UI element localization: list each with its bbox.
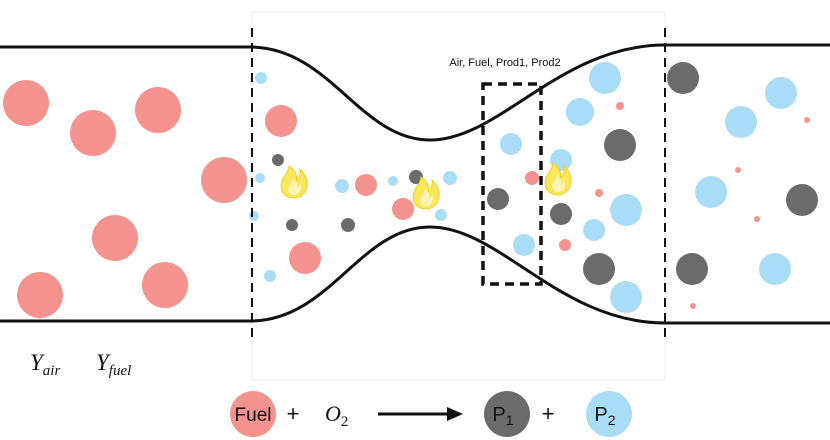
product2-particle (695, 176, 727, 208)
product2-particle (443, 171, 457, 185)
control-volume-box (481, 82, 543, 286)
flame-icon (544, 162, 572, 196)
reaction-equation: Fuel + O2 P1 + P2 (230, 391, 632, 437)
product1-particle (341, 218, 355, 232)
p2-label: P2 (594, 404, 615, 428)
product1-particle (786, 184, 818, 216)
product2-particle (725, 106, 757, 138)
oxygen-label: O2 (325, 401, 348, 430)
product1-particle (550, 203, 572, 225)
product2-particle (765, 77, 797, 109)
product2-particle (759, 253, 791, 285)
p2-circle (586, 391, 632, 437)
fuel-label: Fuel (235, 405, 272, 426)
product2-particle (500, 133, 522, 155)
product1-particle (604, 129, 636, 161)
flames-layer (280, 162, 572, 210)
p1-circle (484, 391, 530, 437)
product2-particle (335, 179, 349, 193)
fuel-particle (265, 105, 297, 137)
y-fuel-label: Yfuel (96, 350, 131, 379)
fuel-particle (135, 87, 181, 133)
fuel-particle (355, 174, 377, 196)
product2-particle (513, 234, 535, 256)
y-fuel-base: Y (96, 350, 111, 375)
p1-base: P (492, 404, 505, 426)
fuel-particle (201, 157, 247, 203)
oxygen-base: O (325, 401, 341, 426)
oxygen-sub: 2 (341, 414, 349, 430)
y-air-sub: air (43, 363, 61, 379)
product2-particle (583, 219, 605, 241)
product1-particle (676, 253, 708, 285)
product2-particle (255, 173, 265, 183)
plus-sign-2: + (542, 401, 555, 426)
flame-icon (412, 176, 440, 210)
lower-wall (0, 225, 830, 325)
y-fuel-sub: fuel (109, 363, 132, 379)
fuel-particle (754, 216, 760, 222)
product1-particle (272, 154, 284, 166)
product2-particle (610, 194, 642, 226)
product2-particle (610, 281, 642, 313)
fuel-particle (142, 262, 188, 308)
product1-particle (409, 170, 423, 184)
fuel-particle (392, 198, 414, 220)
fuel-circle (230, 391, 276, 437)
fuel-particle (616, 102, 624, 110)
plus-sign-1: + (287, 401, 300, 426)
fuel-particle (804, 117, 810, 123)
fuel-particle (735, 167, 741, 173)
fuel-particle (525, 171, 539, 185)
fuel-particle (289, 242, 321, 274)
control-volume-label: Air, Fuel, Prod1, Prod2 (449, 57, 560, 69)
product2-particle (435, 209, 447, 221)
product1-particle (487, 188, 509, 210)
fuel-particle (595, 189, 603, 197)
product2-particle (255, 72, 267, 84)
particles-layer (3, 62, 818, 318)
product2-particle (388, 176, 398, 186)
p2-sub: 2 (608, 412, 616, 428)
fuel-particle (690, 303, 696, 309)
product2-particle (566, 98, 594, 126)
product1-particle (583, 253, 615, 285)
y-air-label: Yair (30, 350, 60, 379)
fuel-particle (3, 80, 49, 126)
product2-particle (589, 62, 621, 94)
product1-particle (286, 219, 298, 231)
y-air-base: Y (30, 350, 45, 375)
fuel-particle (70, 110, 116, 156)
p1-sub: 1 (506, 412, 514, 428)
product1-particle (667, 62, 699, 94)
fuel-particle (17, 272, 63, 318)
flame-icon (280, 165, 308, 199)
fuel-particle (92, 215, 138, 261)
p1-label: P1 (492, 404, 513, 428)
fuel-particle (559, 239, 571, 251)
upper-wall (0, 43, 830, 142)
p2-base: P (594, 404, 607, 426)
reaction-arrow (378, 407, 463, 421)
product2-particle (249, 211, 259, 221)
product2-particle (264, 270, 276, 282)
